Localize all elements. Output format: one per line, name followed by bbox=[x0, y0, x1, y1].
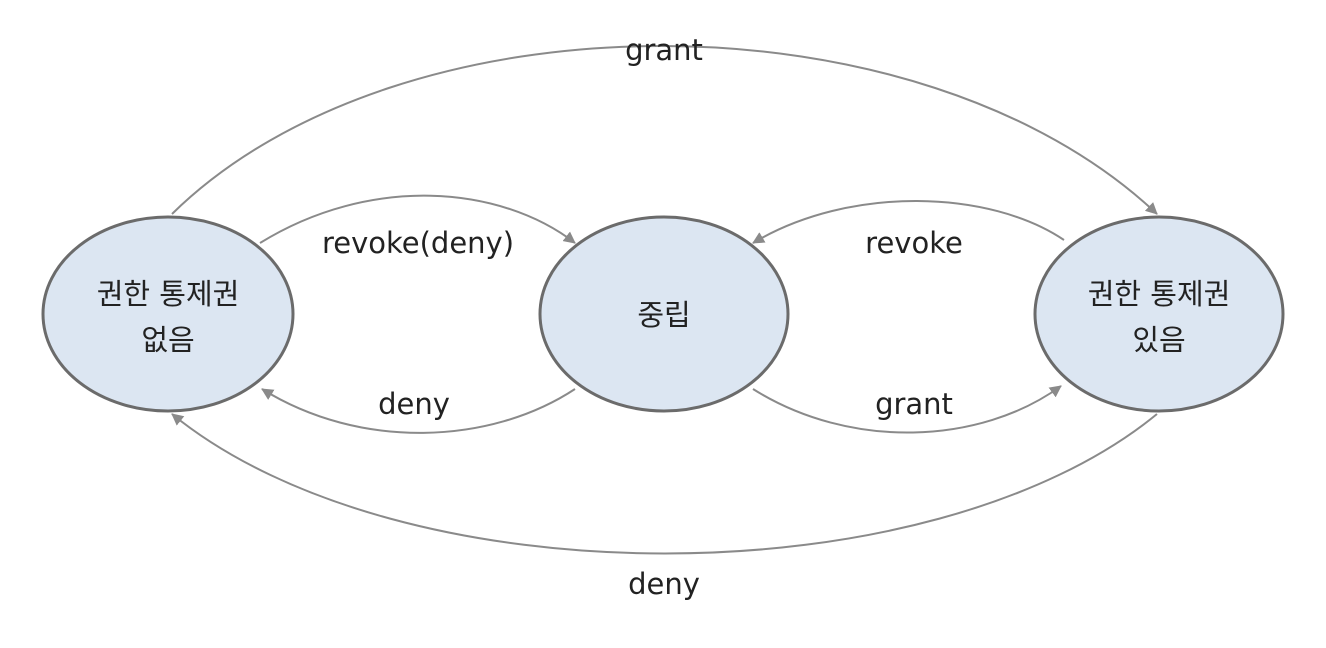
edge-grant-top bbox=[171, 45, 1158, 215]
edge-label-grant-top: grant bbox=[625, 33, 703, 67]
node-neutral-ellipse bbox=[538, 215, 790, 413]
edge-deny-inner bbox=[261, 388, 576, 434]
node-has-control: 권한 통제권 있음 bbox=[1033, 215, 1285, 413]
node-neutral-label: 중립 bbox=[637, 298, 690, 332]
node-neutral: 중립 bbox=[538, 215, 790, 413]
edge-revoke-deny bbox=[259, 194, 576, 244]
node-no-control: 권한 통제권 없음 bbox=[41, 215, 295, 413]
edges bbox=[171, 45, 1158, 555]
edge-label-deny-bottom: deny bbox=[628, 567, 700, 601]
edge-label-grant-inner: grant bbox=[875, 387, 953, 421]
edge-label-deny-inner: deny bbox=[378, 387, 450, 421]
node-no-control-label-line1: 권한 통제권 bbox=[97, 277, 240, 311]
node-has-control-label-line1: 권한 통제권 bbox=[1088, 277, 1231, 311]
node-no-control-label-line2: 없음 bbox=[141, 323, 194, 357]
node-has-control-ellipse bbox=[1033, 215, 1285, 413]
node-no-control-ellipse bbox=[41, 215, 295, 413]
edge-label-revoke-deny: revoke(deny) bbox=[322, 226, 514, 260]
edge-deny-bottom bbox=[171, 413, 1158, 555]
edge-revoke bbox=[752, 200, 1065, 244]
edge-label-revoke: revoke bbox=[865, 226, 963, 260]
node-has-control-label-line2: 있음 bbox=[1132, 323, 1185, 357]
edge-grant-inner bbox=[752, 385, 1062, 434]
edge-labels: grant revoke(deny) revoke deny grant den… bbox=[322, 33, 963, 601]
